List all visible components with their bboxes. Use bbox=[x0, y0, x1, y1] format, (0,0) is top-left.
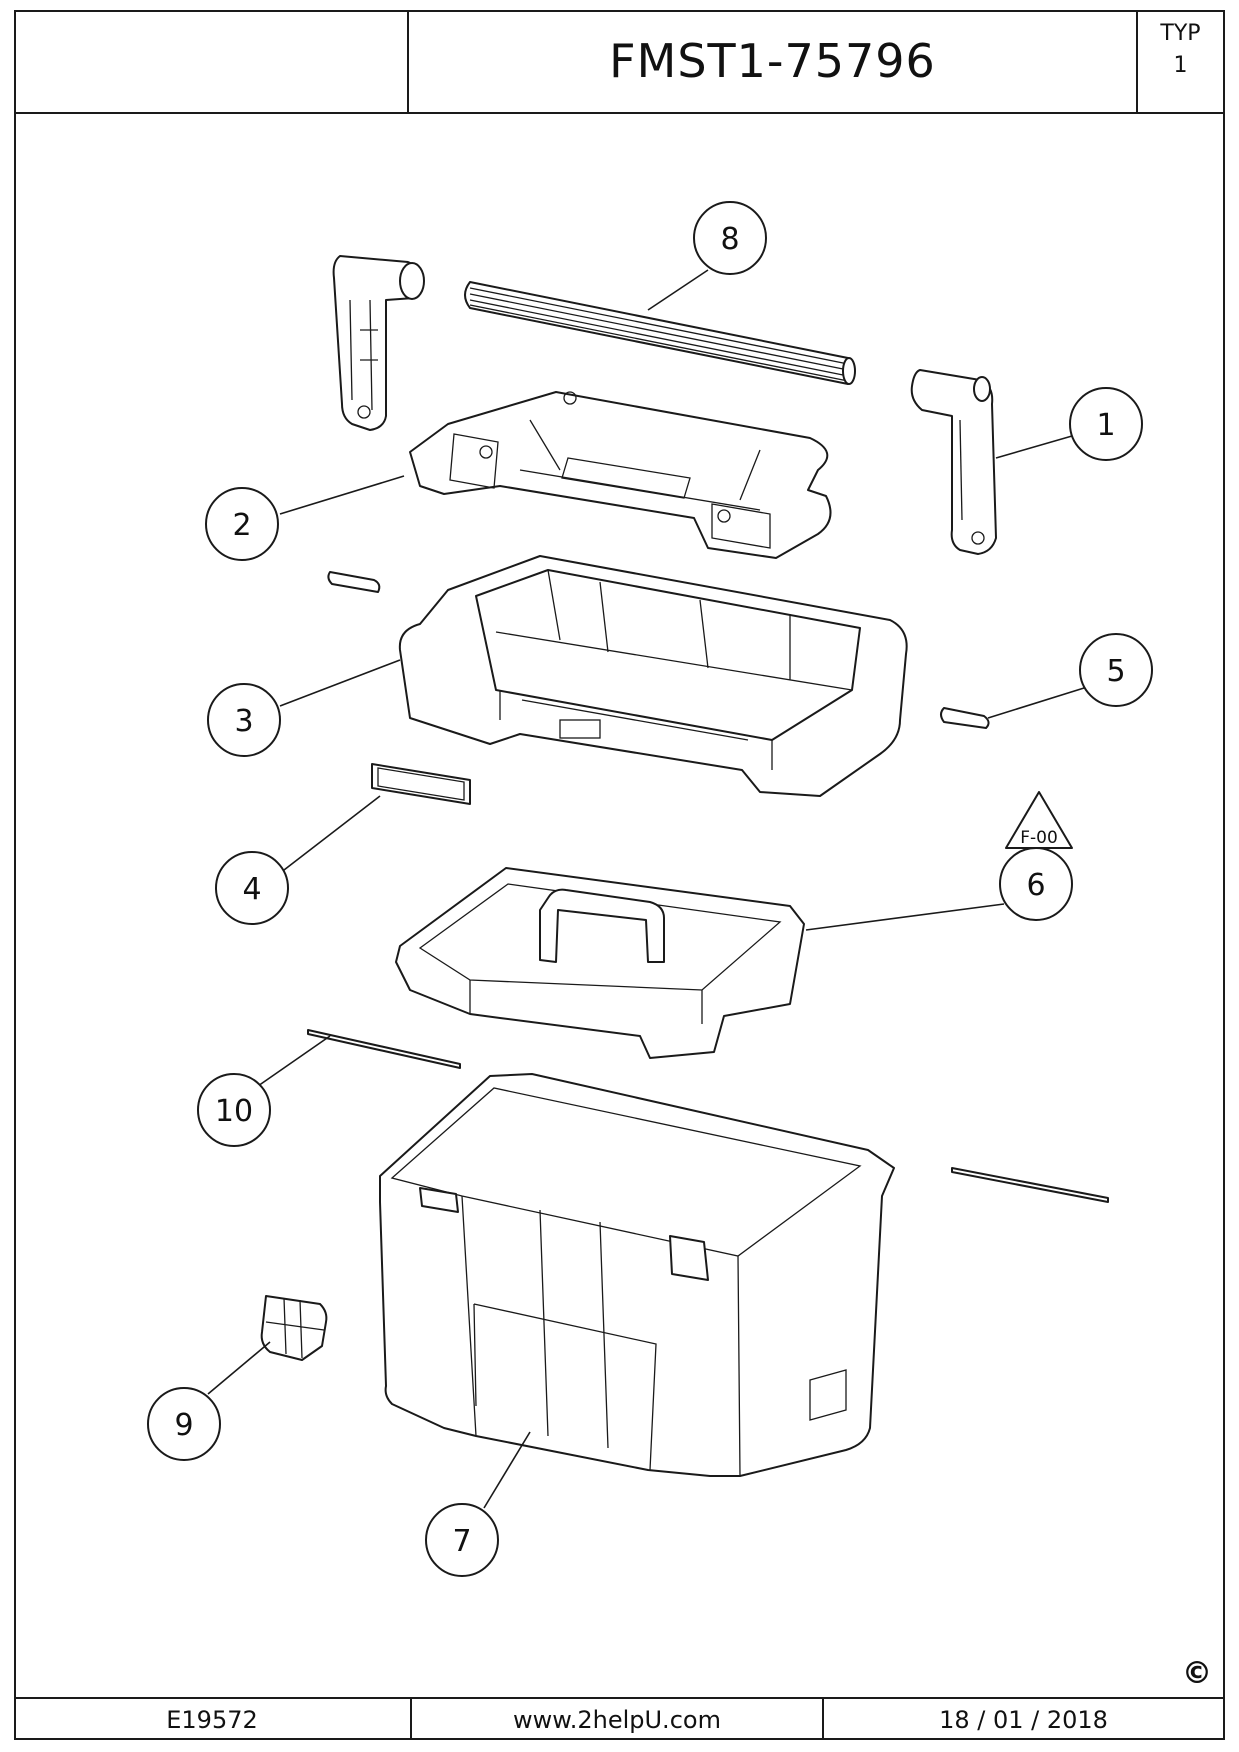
callout-9: 9 bbox=[147, 1387, 221, 1461]
drawing-frame bbox=[14, 10, 1225, 1740]
title-block-header: FMST1-75796 TYP 1 bbox=[14, 10, 1225, 114]
part-6-tote-tray bbox=[395, 867, 805, 1059]
leader-10 bbox=[257, 1035, 331, 1087]
callout-6-label: 6 bbox=[1026, 868, 1045, 903]
leader-3 bbox=[279, 659, 401, 707]
part-10-rod-right bbox=[951, 1167, 1109, 1203]
part-3-organizer-tray bbox=[398, 555, 908, 797]
callout-4: 4 bbox=[215, 851, 289, 925]
callout-10: 10 bbox=[197, 1073, 271, 1147]
callout-5: 5 bbox=[1079, 633, 1153, 707]
document-date: 18 / 01 / 2018 bbox=[939, 1705, 1108, 1734]
revision-triangle: F-00 bbox=[1005, 791, 1073, 849]
part-10-rod-left bbox=[307, 1029, 461, 1069]
callout-8: 8 bbox=[693, 201, 767, 275]
part-1-handle-arm-right bbox=[910, 369, 997, 555]
part-9-latch bbox=[260, 1295, 328, 1361]
leader-9 bbox=[207, 1341, 271, 1395]
part-4-label-insert bbox=[371, 763, 471, 805]
leader-7 bbox=[483, 1431, 531, 1509]
part-2-lid bbox=[409, 391, 832, 559]
part-8-handle-grip bbox=[464, 281, 856, 385]
callout-9-label: 9 bbox=[174, 1408, 193, 1443]
callout-3-label: 3 bbox=[234, 704, 253, 739]
leader-1 bbox=[995, 435, 1073, 459]
leader-4 bbox=[283, 795, 381, 871]
type-cell: TYP 1 bbox=[1138, 10, 1223, 112]
callout-7-label: 7 bbox=[452, 1524, 471, 1559]
callout-2: 2 bbox=[205, 487, 279, 561]
leader-2 bbox=[279, 475, 405, 515]
leader-5 bbox=[987, 687, 1085, 719]
leader-8 bbox=[647, 269, 709, 311]
callout-4-label: 4 bbox=[242, 872, 261, 907]
copyright-symbol: © bbox=[1182, 1656, 1212, 1691]
type-value: 1 bbox=[1173, 53, 1188, 78]
leader-6 bbox=[805, 903, 1005, 931]
callout-6: 6 bbox=[999, 847, 1073, 921]
callout-10-label: 10 bbox=[215, 1094, 253, 1129]
part-5-pin-left bbox=[327, 571, 381, 593]
header-blank-cell bbox=[14, 10, 409, 112]
part-5-pin-right bbox=[940, 707, 990, 729]
type-label: TYP bbox=[1160, 21, 1201, 46]
callout-1-label: 1 bbox=[1096, 408, 1115, 443]
callout-5-label: 5 bbox=[1106, 654, 1125, 689]
revision-label: F-00 bbox=[1020, 828, 1058, 848]
website-link[interactable]: www.2helpU.com bbox=[412, 1699, 824, 1740]
callout-1: 1 bbox=[1069, 387, 1143, 461]
title-block-footer: E19572 www.2helpU.com 18 / 01 / 2018 bbox=[14, 1697, 1225, 1740]
part-7-box-body bbox=[379, 1073, 895, 1477]
model-number: FMST1-75796 bbox=[409, 10, 1138, 112]
callout-2-label: 2 bbox=[232, 508, 251, 543]
callout-8-label: 8 bbox=[720, 222, 739, 257]
callout-7: 7 bbox=[425, 1503, 499, 1577]
document-code: E19572 bbox=[14, 1699, 412, 1740]
part-1-handle-arm-left bbox=[332, 255, 425, 431]
callout-3: 3 bbox=[207, 683, 281, 757]
